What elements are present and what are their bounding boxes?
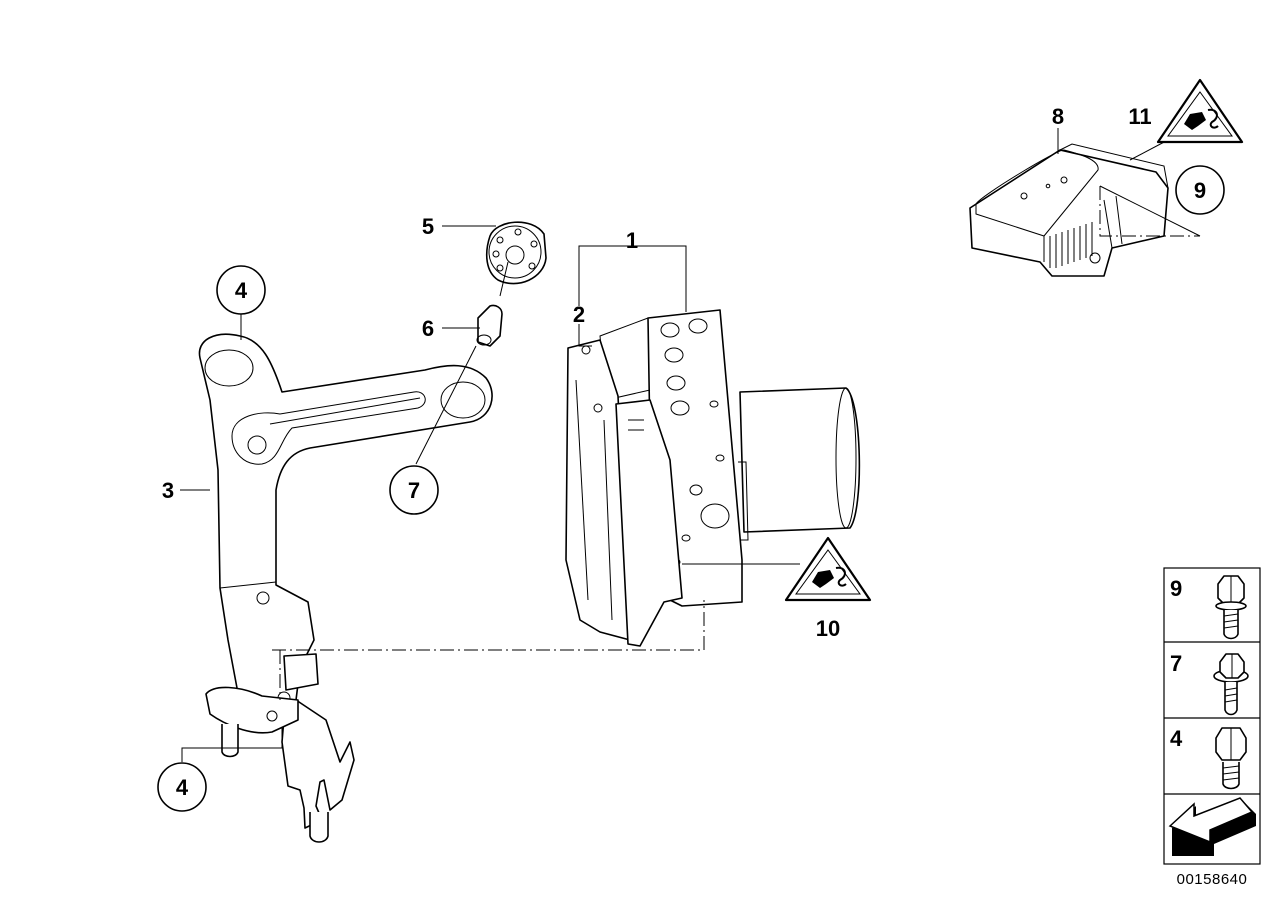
callout-3: 3 bbox=[162, 478, 174, 503]
callout-4-top: 4 bbox=[235, 278, 248, 303]
rubber-mount-part bbox=[485, 221, 547, 285]
hex-collar-bolt-icon bbox=[1213, 653, 1249, 716]
callout-circle-7: 7 bbox=[389, 465, 439, 515]
callout-10: 10 bbox=[816, 616, 840, 641]
fastener-legend: 9 7 4 bbox=[1163, 567, 1261, 865]
callout-6: 6 bbox=[422, 316, 434, 341]
callout-9: 9 bbox=[1194, 178, 1206, 203]
bracket-part bbox=[198, 333, 493, 843]
sleeve-part bbox=[476, 304, 503, 347]
callout-circle-4-top: 4 bbox=[216, 265, 266, 315]
legend-number-9: 9 bbox=[1170, 576, 1182, 601]
callout-5: 5 bbox=[422, 214, 434, 239]
legend-number-7: 7 bbox=[1170, 651, 1182, 676]
callout-1: 1 bbox=[626, 228, 638, 253]
esd-warning-icon bbox=[784, 536, 872, 602]
forward-arrow-icon bbox=[1168, 797, 1256, 856]
hex-bolt-icon bbox=[1215, 727, 1247, 790]
hydraulic-unit-part bbox=[565, 309, 861, 647]
callout-8: 8 bbox=[1052, 104, 1064, 129]
callout-11: 11 bbox=[1128, 104, 1151, 129]
callout-7: 7 bbox=[408, 478, 420, 503]
callout-4-bottom: 4 bbox=[176, 775, 189, 800]
hex-flange-bolt-icon bbox=[1215, 575, 1247, 640]
sensor-part bbox=[969, 143, 1169, 277]
callout-circle-9: 9 bbox=[1175, 165, 1225, 215]
esd-warning-icon-sensor bbox=[1156, 78, 1244, 144]
callout-2: 2 bbox=[573, 302, 585, 327]
legend-number-4: 4 bbox=[1170, 726, 1183, 751]
callout-circle-4-bottom: 4 bbox=[157, 762, 207, 812]
document-number: 00158640 bbox=[1177, 871, 1248, 888]
leader-lines bbox=[180, 128, 1201, 762]
